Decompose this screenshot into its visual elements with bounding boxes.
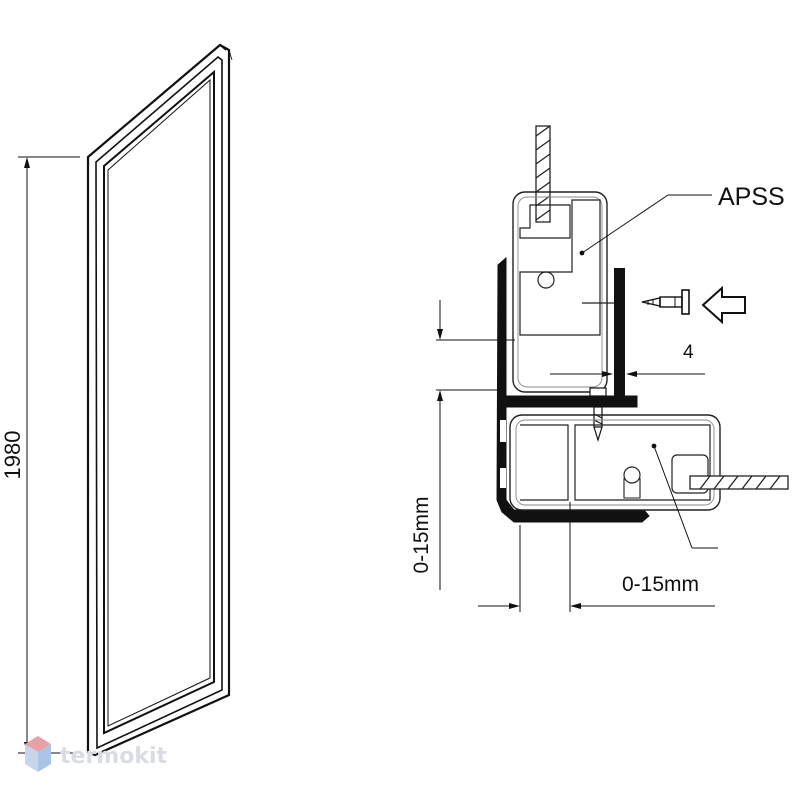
vertical-gap-label: 0-15mm	[410, 496, 433, 573]
panel-frame-inner-edge	[95, 55, 223, 750]
arrow-right-icon	[701, 285, 746, 325]
horizontal-gap-dimension: 0-15mm	[478, 502, 715, 612]
vertical-gap-dimension: 0-15mm	[410, 300, 515, 590]
panel-glass-inner	[107, 78, 211, 727]
screw-dimension: 4	[550, 342, 705, 377]
horizontal-gap-label: 0-15mm	[622, 573, 699, 596]
lower-glass	[689, 475, 789, 490]
termokit-logo-icon	[25, 736, 51, 772]
screw-icon	[641, 289, 690, 315]
panel-glass	[103, 69, 215, 735]
leader-lines	[581, 194, 718, 549]
screw-dimension-label: 4	[683, 342, 694, 363]
watermark-text: termokit	[60, 744, 167, 769]
height-dimension: 1980	[0, 156, 80, 754]
upper-glass	[535, 125, 551, 223]
lower-profile	[509, 414, 721, 511]
vertical-screw-icon	[589, 387, 607, 443]
panel-drawing	[86, 43, 233, 757]
cross-section-detail: 4	[410, 125, 789, 612]
upper-profile	[512, 191, 625, 393]
height-label: 1980	[0, 431, 25, 480]
profile-label: APSS	[718, 183, 785, 211]
watermark: termokit	[25, 736, 167, 772]
wall-profile	[496, 256, 650, 523]
